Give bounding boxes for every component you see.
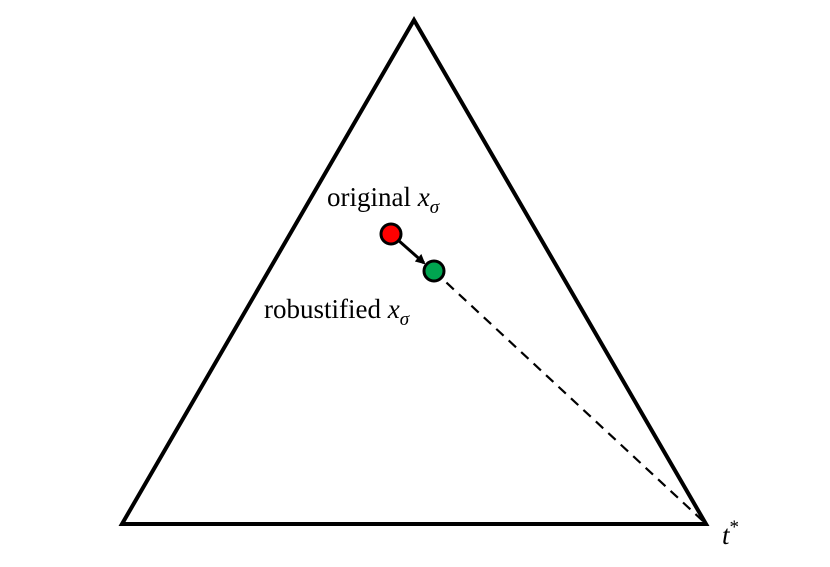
robustified-point [422,259,446,283]
original-point [379,222,403,246]
robustify-arrow [397,238,426,265]
original-label-var: x [417,182,430,212]
original-label: original xσ [327,182,439,218]
vertex-label-var: t [722,520,730,550]
robustified-label-var: x [387,294,400,324]
original-label-text: original [327,182,418,212]
vertex-label-t-star: t* [722,518,739,550]
simplex-triangle [118,16,710,526]
original-label-sub: σ [429,197,440,218]
robustified-label-text: robustified [264,294,388,324]
vertex-label-sup: * [729,517,740,538]
robustified-label: robustified xσ [264,294,409,330]
robustified-label-sub: σ [399,309,410,330]
dashed-line-to-vertex [433,270,705,523]
